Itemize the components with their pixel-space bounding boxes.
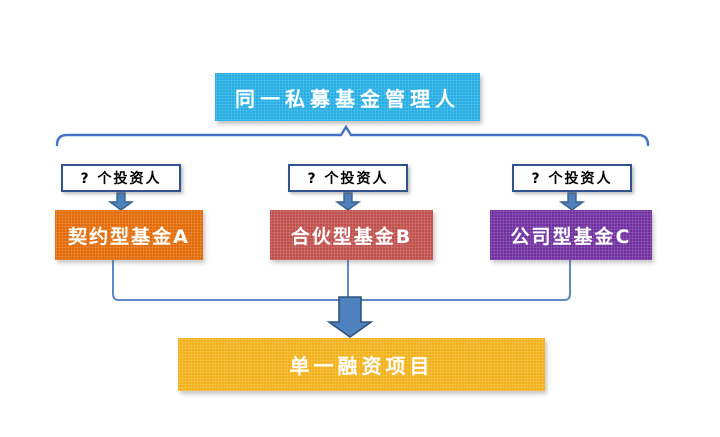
big-down-arrow-icon [326,296,374,338]
node-investors-left-label: ? 个投资人 [80,171,162,187]
down-arrow-middle-icon [334,192,362,211]
node-partnership-fund-b: 合伙型基金B [270,210,433,260]
node-investors-left: ? 个投资人 [61,164,181,192]
node-fund-manager: 同一私募基金管理人 [215,73,480,121]
node-contract-fund-a: 契约型基金A [55,210,203,260]
down-arrow-right-icon [558,192,586,211]
node-investors-right-label: ? 个投资人 [531,171,613,187]
investor-arrows [107,192,586,211]
node-single-financing-project-label: 单一融资项目 [289,354,434,378]
node-investors-middle-label: ? 个投资人 [307,171,389,187]
node-investors-right: ? 个投资人 [512,164,632,192]
brace-connector [55,124,650,147]
node-partnership-fund-b-label: 合伙型基金B [290,225,413,248]
merge-connector-outer [112,260,571,301]
node-corporate-fund-c-label: 公司型基金C [510,225,632,248]
node-corporate-fund-c: 公司型基金C [490,210,652,260]
node-fund-manager-label: 同一私募基金管理人 [235,86,460,111]
down-arrow-left-icon [107,192,135,211]
node-contract-fund-a-label: 契约型基金A [68,225,190,248]
node-single-financing-project: 单一融资项目 [178,338,545,391]
node-investors-middle: ? 个投资人 [288,164,408,192]
